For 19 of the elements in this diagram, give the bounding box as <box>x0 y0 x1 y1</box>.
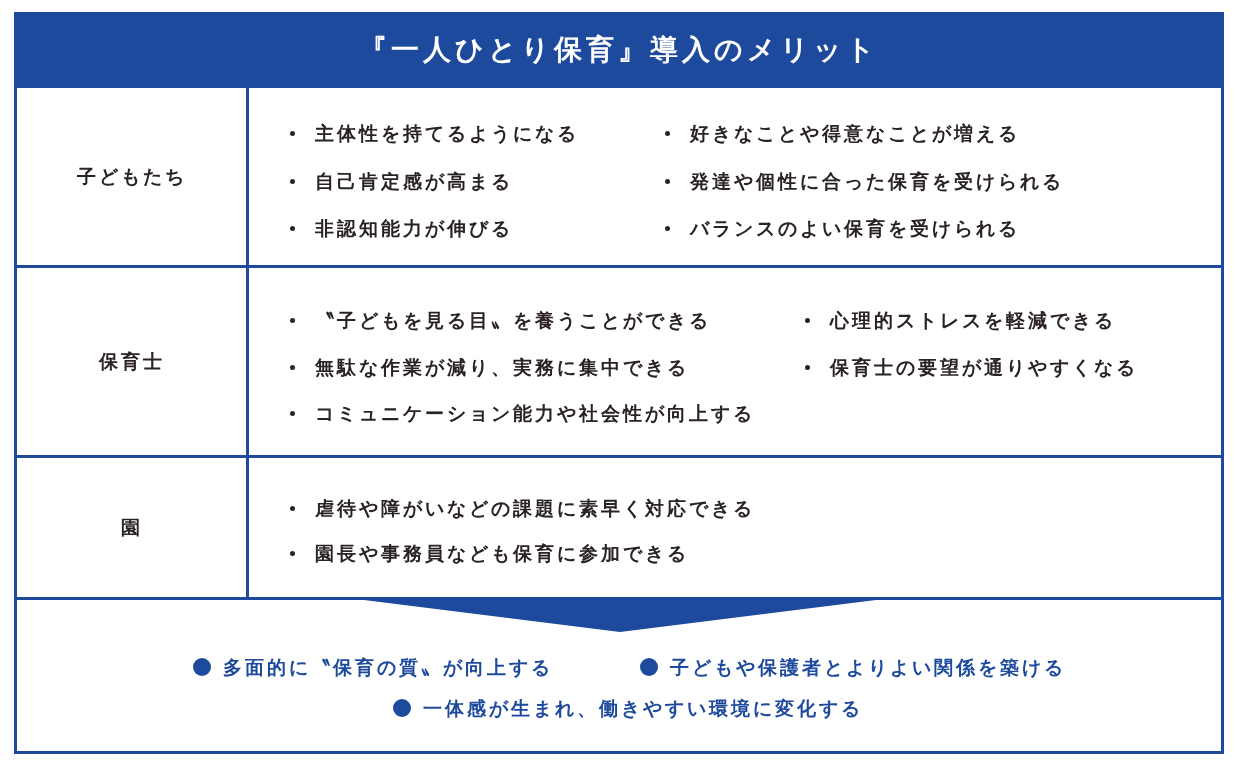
bullet-item: 虐待や障がいなどの課題に素早く対応できる <box>287 496 755 520</box>
bullet-item: コミュニケーション能力や社会性が向上する <box>287 401 755 425</box>
row-label: 保育士 <box>17 268 249 458</box>
bullet-item: 園長や事務員なども保育に参加できる <box>287 541 689 565</box>
bullet-item: 〝子どもを見る目〟を養うことができる <box>287 308 711 332</box>
result-item: 多面的に〝保育の質〟が向上する <box>193 655 553 679</box>
bullet-item: 保育士の要望が通りやすくなる <box>802 355 1138 379</box>
bullet-item: 主体性を持てるようになる <box>287 121 579 145</box>
row-label: 園 <box>17 458 249 597</box>
bullet-item: バランスのよい保育を受けられる <box>662 216 1020 240</box>
bullet-item: 好きなことや得意なことが増える <box>662 121 1020 145</box>
bullet-item: 非認知能力が伸びる <box>287 216 513 240</box>
result-item: 子どもや保護者とよりよい関係を築ける <box>640 655 1066 679</box>
bullet-item: 発達や個性に合った保育を受けられる <box>662 169 1064 193</box>
title: 『一人ひとり保育』導入のメリット <box>359 32 879 68</box>
bullet-item: 心理的ストレスを軽減できる <box>802 308 1116 332</box>
result-item: 一体感が生まれ、働きやすい環境に変化する <box>393 696 863 720</box>
bullet-item: 無駄な作業が減り、実務に集中できる <box>287 355 689 379</box>
bullet-item: 自己肯定感が高まる <box>287 169 513 193</box>
